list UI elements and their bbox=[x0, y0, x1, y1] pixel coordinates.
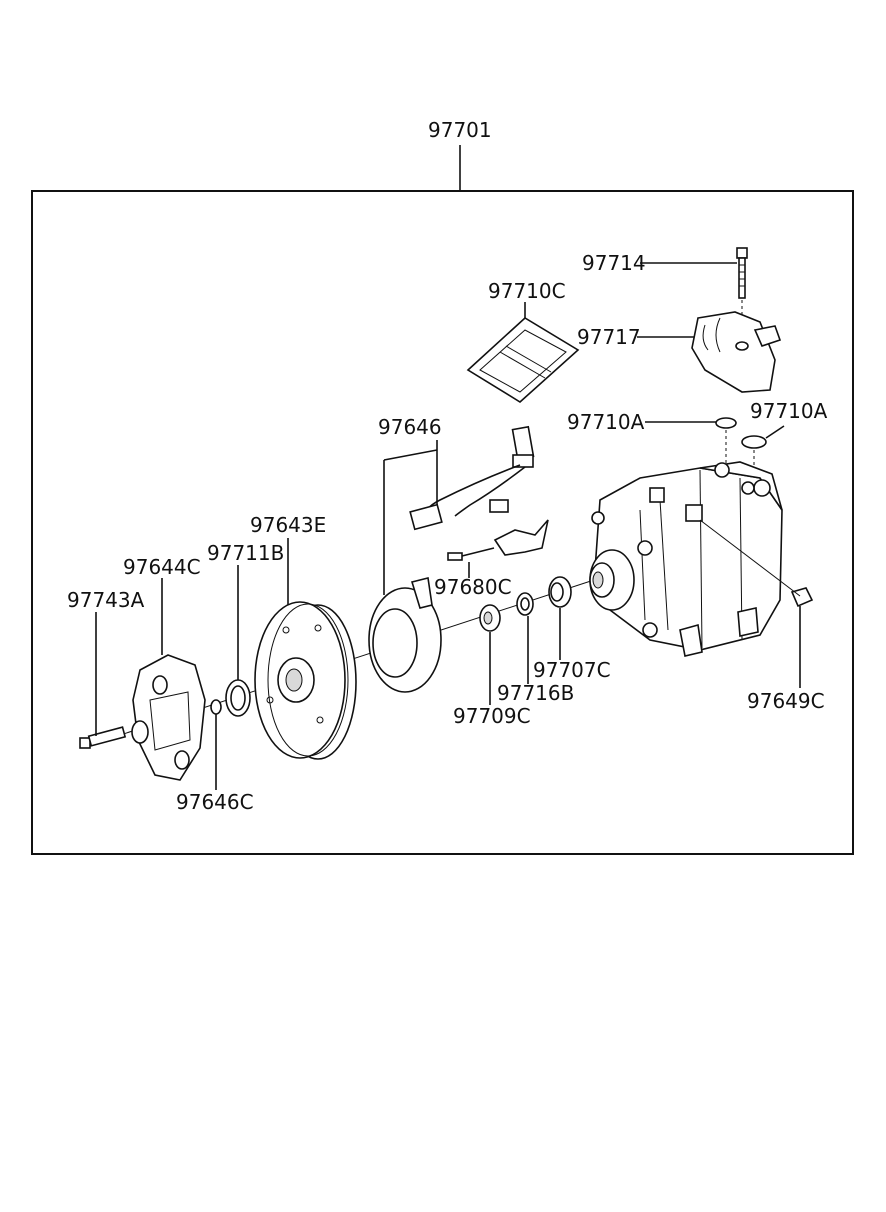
spacer-97707C bbox=[548, 576, 572, 608]
callout-97649C: 97649C bbox=[747, 689, 825, 713]
oring-97710A-left bbox=[715, 417, 737, 429]
leader-97649C-diag bbox=[699, 519, 801, 597]
snap-ring-97711B bbox=[225, 679, 251, 717]
callout-97711B: 97711B bbox=[207, 541, 284, 565]
oring-97710A-right bbox=[741, 435, 767, 449]
callout-97646: 97646 bbox=[378, 415, 442, 439]
callout-97643E: 97643E bbox=[250, 513, 326, 537]
leader-97710A-right-h bbox=[765, 425, 785, 439]
leader-97646-a bbox=[383, 449, 438, 461]
hub-plate-97644C bbox=[131, 654, 206, 781]
callout-97710A-left: 97710A bbox=[567, 410, 645, 434]
callout-97710A-right: 97710A bbox=[750, 399, 828, 423]
field-coil bbox=[368, 577, 442, 693]
callout-97709C: 97709C bbox=[453, 704, 531, 728]
gasket-97710C bbox=[466, 317, 580, 403]
snap-ring-97716B bbox=[516, 592, 534, 616]
callout-97714: 97714 bbox=[582, 251, 646, 275]
bearing-97709C bbox=[479, 604, 501, 632]
callout-97710C: 97710C bbox=[488, 279, 566, 303]
callout-97646C: 97646C bbox=[176, 790, 254, 814]
callout-97743A: 97743A bbox=[67, 588, 145, 612]
bracket-97680C bbox=[447, 519, 549, 561]
cap-97649C bbox=[790, 587, 814, 608]
callout-97644C: 97644C bbox=[123, 555, 201, 579]
shim-97646C bbox=[210, 699, 222, 715]
callout-97707C: 97707C bbox=[533, 658, 611, 682]
harness-97646 bbox=[409, 425, 535, 531]
pulley-97643E bbox=[254, 601, 357, 760]
compressor-body bbox=[589, 461, 783, 657]
callout-97717: 97717 bbox=[577, 325, 641, 349]
bolt-97743A bbox=[79, 726, 127, 749]
assembly-frame bbox=[31, 190, 854, 855]
callout-97716B: 97716B bbox=[497, 681, 574, 705]
assembly-label: 97701 bbox=[428, 118, 492, 142]
fitting-97717 bbox=[691, 311, 782, 393]
callout-97680C: 97680C bbox=[434, 575, 512, 599]
